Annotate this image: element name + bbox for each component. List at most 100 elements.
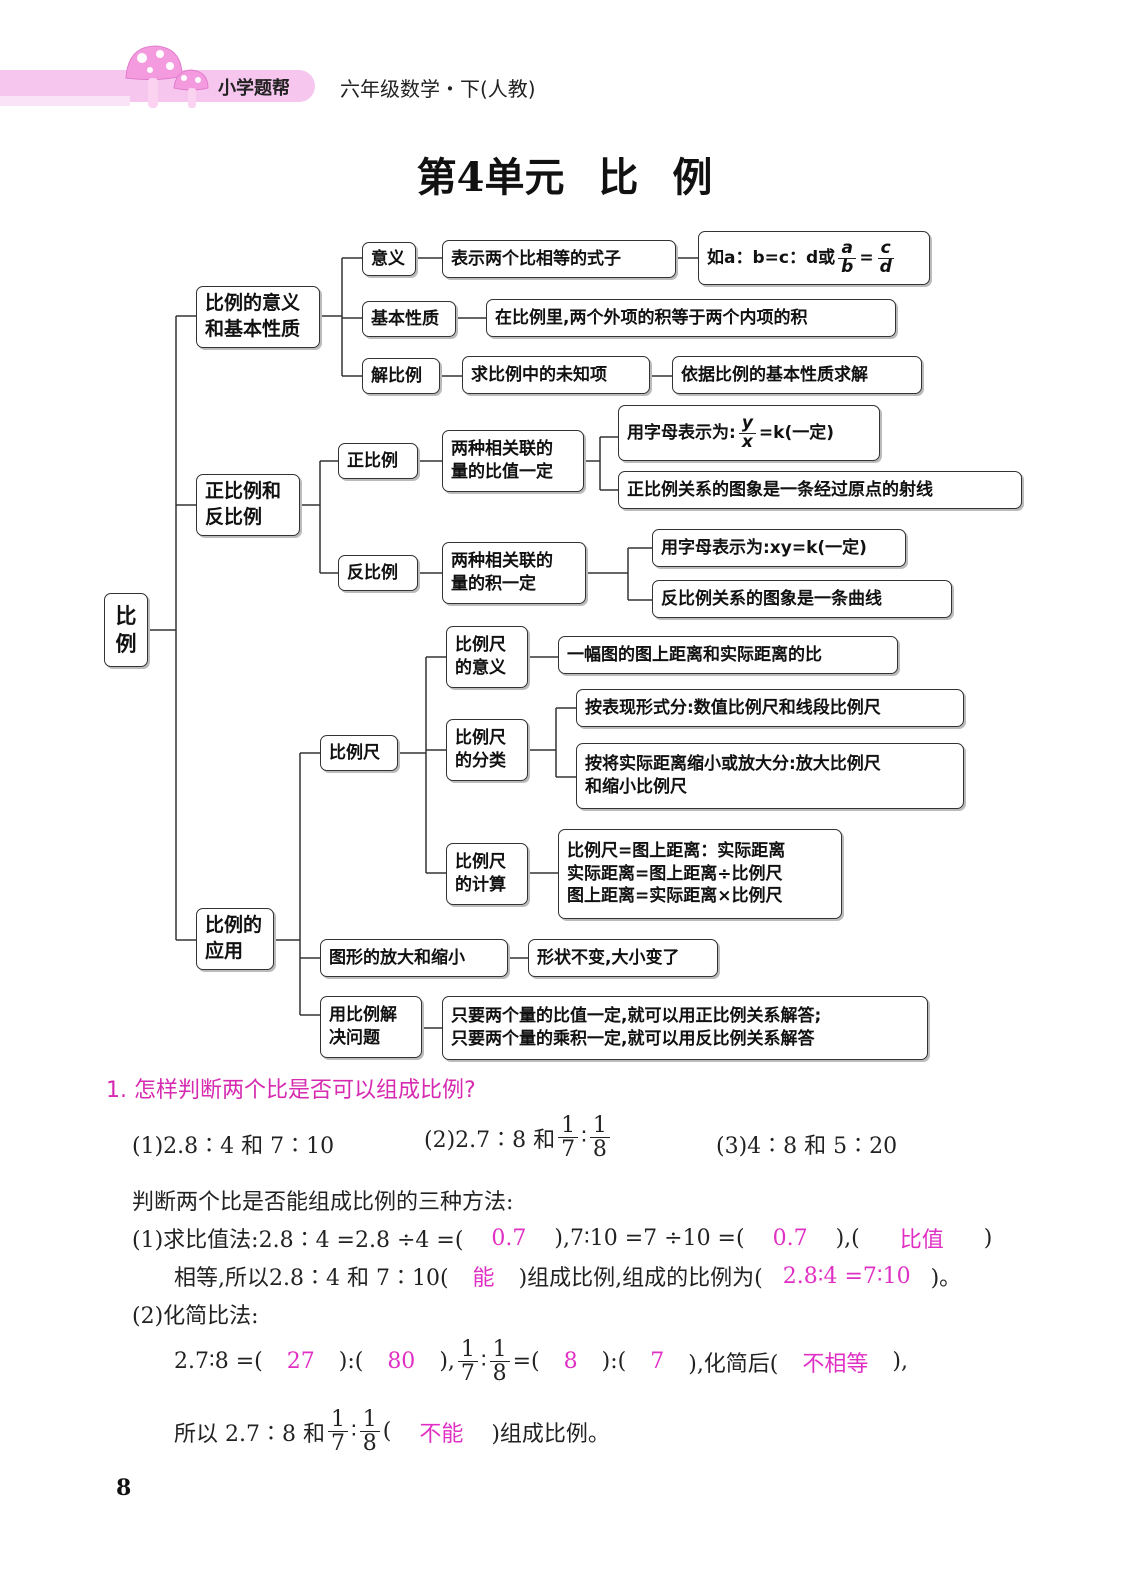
m2-text-g: ), — [892, 1349, 908, 1375]
fraction-1-8: 1 8 — [359, 1408, 380, 1457]
item-1: (1)2.8∶4 和 7∶10 — [132, 1134, 335, 1159]
node-inverse-formula: 用字母表示为:xy=k(一定) — [652, 529, 906, 567]
frac-den: 7 — [460, 1361, 475, 1387]
m2-text-a: 2.7∶8 =( — [174, 1349, 263, 1375]
frac-num: 1 — [359, 1408, 380, 1433]
fraction-1-8: 1 8 — [589, 1114, 610, 1163]
node-meaning-example: 如a：b=c：d或 a b = c d — [698, 231, 930, 285]
frac-den: b — [841, 256, 854, 277]
answer-blank: 比值 — [899, 1228, 944, 1253]
node-scale-meaning: 比例尺 的意义 — [446, 626, 528, 688]
m1-text-f: )组成比例,组成的比例为( — [518, 1266, 763, 1291]
m2-text-e: ):( — [601, 1349, 627, 1375]
m1-text-d: ) — [983, 1225, 993, 1251]
node-scale-class-2: 按将实际距离缩小或放大分:放大比例尺 和缩小比例尺 — [576, 743, 964, 809]
unit-word-2: 例 — [672, 154, 713, 201]
node-solve-method: 依据比例的基本性质求解 — [672, 356, 922, 394]
node-inverse-graph: 反比例关系的图象是一条曲线 — [652, 580, 952, 618]
node-direct-desc: 两种相关联的 量的比值一定 — [442, 430, 584, 492]
m1-text-c: ),( — [835, 1225, 860, 1251]
fraction-1-8: 1 8 — [489, 1338, 510, 1387]
method-1-line-1: (1)求比值法:2.8∶4 =2.8 ÷4 =( 0.7 ),7∶10 =7 ÷… — [132, 1222, 992, 1254]
node-scale-calc: 比例尺 的计算 — [446, 843, 528, 905]
node-enlarge: 图形的放大和缩小 — [320, 939, 508, 977]
method-2-title: (2)化简比法: — [132, 1304, 259, 1329]
m2-text-c: ), — [439, 1349, 455, 1375]
equals-sign: = — [859, 247, 874, 268]
node-scale-class-1: 按表现形式分:数值比例尺和线段比例尺 — [576, 689, 964, 727]
node-solve-problems-desc: 只要两个量的比值一定,就可以用正比例关系解答; 只要两个量的乘积一定,就可以用反… — [442, 996, 928, 1060]
fraction-c-d: c d — [877, 239, 895, 277]
m2-text-i: ( — [382, 1419, 392, 1445]
node-direct-formula: 用字母表示为: y x =k(一定) — [618, 405, 880, 461]
m1-text-e: 相等,所以2.8∶4 和 7∶10( — [174, 1266, 449, 1291]
fraction-1-7: 1 7 — [327, 1408, 348, 1457]
header-subtitle: 六年级数学・下(人教) — [340, 77, 536, 101]
unit-number: 第4单元 — [416, 154, 565, 201]
node-direct-graph: 正比例关系的图象是一条经过原点的射线 — [618, 471, 1022, 509]
m1-text-g: )。 — [930, 1266, 962, 1291]
node-property: 基本性质 — [362, 301, 456, 337]
frac-num: 1 — [489, 1338, 510, 1363]
frac-den: 8 — [492, 1361, 507, 1387]
m2-text-h: 所以 2.7∶8 和 — [174, 1421, 325, 1447]
m1-text-b: ),7∶10 =7 ÷10 =( — [554, 1225, 745, 1251]
node-scale-meaning-desc: 一幅图的图上距离和实际距离的比 — [558, 636, 898, 674]
m2-text-j: )组成比例。 — [491, 1421, 610, 1447]
answer-blank: 27 — [286, 1349, 315, 1375]
answer-blank: 能 — [472, 1266, 495, 1291]
node-property-desc: 在比例里,两个外项的积等于两个内项的积 — [486, 299, 896, 337]
item-2-prefix: (2)2.7∶8 和 — [424, 1127, 556, 1153]
ratio-colon: ∶ — [581, 1125, 587, 1151]
method-1-line-2: 相等,所以2.8∶4 和 7∶10( 能 )组成比例,组成的比例为( 2.8∶4… — [174, 1260, 961, 1292]
question-title: 1. 怎样判断两个比是否可以组成比例? — [106, 1078, 476, 1103]
unit-word-1: 比 — [598, 154, 639, 201]
m2-text-f: ),化简后( — [688, 1351, 779, 1377]
ratio-colon: ∶ — [480, 1349, 487, 1375]
fraction-a-b: a b — [838, 239, 856, 277]
frac-num: y — [738, 414, 756, 434]
answer-blank: 80 — [387, 1349, 416, 1375]
node-inverse-desc: 两种相关联的 量的积一定 — [442, 542, 586, 604]
item-3: (3)4∶8 和 5∶20 — [716, 1134, 898, 1159]
item-2: (2)2.7∶8 和 1 7 ∶ 1 8 — [424, 1114, 613, 1161]
header-brand: 小学题帮 — [218, 78, 290, 99]
answer-blank: 7 — [650, 1349, 665, 1375]
node-scale-class: 比例尺 的分类 — [446, 719, 528, 781]
m2-text-b: ):( — [338, 1349, 364, 1375]
answer-blank: 0.7 — [772, 1225, 808, 1251]
frac-den: 8 — [592, 1137, 607, 1163]
node-meaning-property: 比例的意义 和基本性质 — [196, 286, 320, 348]
frac-den: 8 — [362, 1431, 377, 1457]
frac-num: 1 — [558, 1114, 579, 1139]
mushroom-icon — [125, 45, 209, 108]
answer-blank: 不相等 — [802, 1351, 869, 1377]
frac-den: d — [879, 256, 892, 277]
answer-blank: 0.7 — [491, 1225, 527, 1251]
frac-num: c — [877, 239, 894, 259]
node-inverse: 反比例 — [338, 555, 418, 591]
frac-den: 7 — [561, 1137, 576, 1163]
direct-formula-prefix: 用字母表示为: — [627, 422, 736, 443]
frac-den: x — [741, 431, 753, 452]
frac-den: 7 — [330, 1431, 345, 1457]
node-solve: 解比例 — [362, 358, 440, 394]
node-meaning: 意义 — [362, 242, 416, 276]
frac-num: a — [838, 239, 856, 259]
header-band-lower — [0, 96, 130, 106]
node-proportion-types: 正比例和 反比例 — [196, 474, 300, 536]
meaning-example-prefix: 如a：b=c：d或 — [707, 247, 836, 268]
m1-text-a: (1)求比值法:2.8∶4 =2.8 ÷4 =( — [132, 1228, 464, 1253]
node-meaning-desc: 表示两个比相等的式子 — [442, 240, 676, 278]
method-2-line-2: 所以 2.7∶8 和 1 7 ∶ 1 8 ( 不能 )组成比例。 — [174, 1408, 610, 1455]
answer-blank: 8 — [563, 1349, 578, 1375]
page-title: 第4单元 比 例 — [0, 145, 1129, 203]
page-number: 8 — [116, 1475, 132, 1501]
fraction-1-7: 1 7 — [457, 1338, 478, 1387]
root-node: 比 例 — [104, 593, 148, 667]
ratio-colon: ∶ — [350, 1419, 357, 1445]
node-scale-calc-desc: 比例尺=图上距离：实际距离 实际距离=图上距离÷比例尺 图上距离=实际距离×比例… — [558, 829, 842, 919]
node-solve-problems: 用比例解 决问题 — [320, 996, 422, 1058]
node-solve-desc: 求比例中的未知项 — [462, 356, 650, 394]
answer-blank: 2.8∶4 =7∶10 — [782, 1263, 911, 1289]
